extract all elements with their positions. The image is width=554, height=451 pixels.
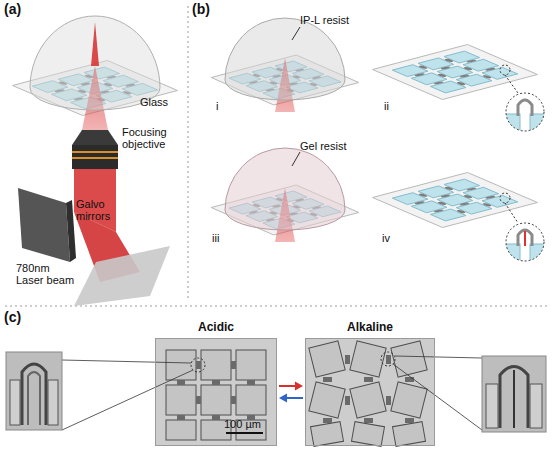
text-label: i (216, 100, 218, 112)
text-label: 100 µm (224, 418, 261, 430)
printing-setup (13, 16, 178, 306)
text-label: Gel resist (300, 140, 346, 152)
micrograph-frame: Alkaline (305, 338, 435, 446)
micrograph-alkaline (305, 338, 546, 446)
panel-label: (a) (4, 2, 21, 17)
text-label: Galvo mirrors (76, 198, 126, 222)
switch-arrow (279, 394, 303, 403)
micrograph-acidic (6, 338, 277, 446)
text-label: iii (212, 232, 219, 244)
text-label: IP-L resist (300, 14, 349, 26)
text-label: Focusing objective (122, 126, 184, 150)
arrow-head (279, 394, 287, 403)
arrow-line (279, 385, 296, 387)
text-label: Glass (140, 96, 168, 108)
printed-grid (373, 45, 548, 135)
panel-label: (c) (4, 310, 21, 325)
text-label: iv (382, 232, 390, 244)
panel-separator (5, 6, 549, 306)
condition-heading: Acidic (136, 320, 296, 334)
micrograph-frame: Acidic (155, 338, 277, 446)
arrow-head (295, 382, 303, 391)
text-label: ii (384, 100, 389, 112)
arrow-line (286, 397, 303, 399)
printed-grid-gel (373, 173, 548, 265)
condition-heading: Alkaline (286, 320, 454, 334)
panel-label: (b) (192, 2, 210, 17)
text-label: 780nm Laser beam (16, 262, 78, 286)
gel-dome (211, 148, 359, 242)
ipl-dome (211, 18, 359, 112)
switch-arrow (279, 382, 303, 391)
